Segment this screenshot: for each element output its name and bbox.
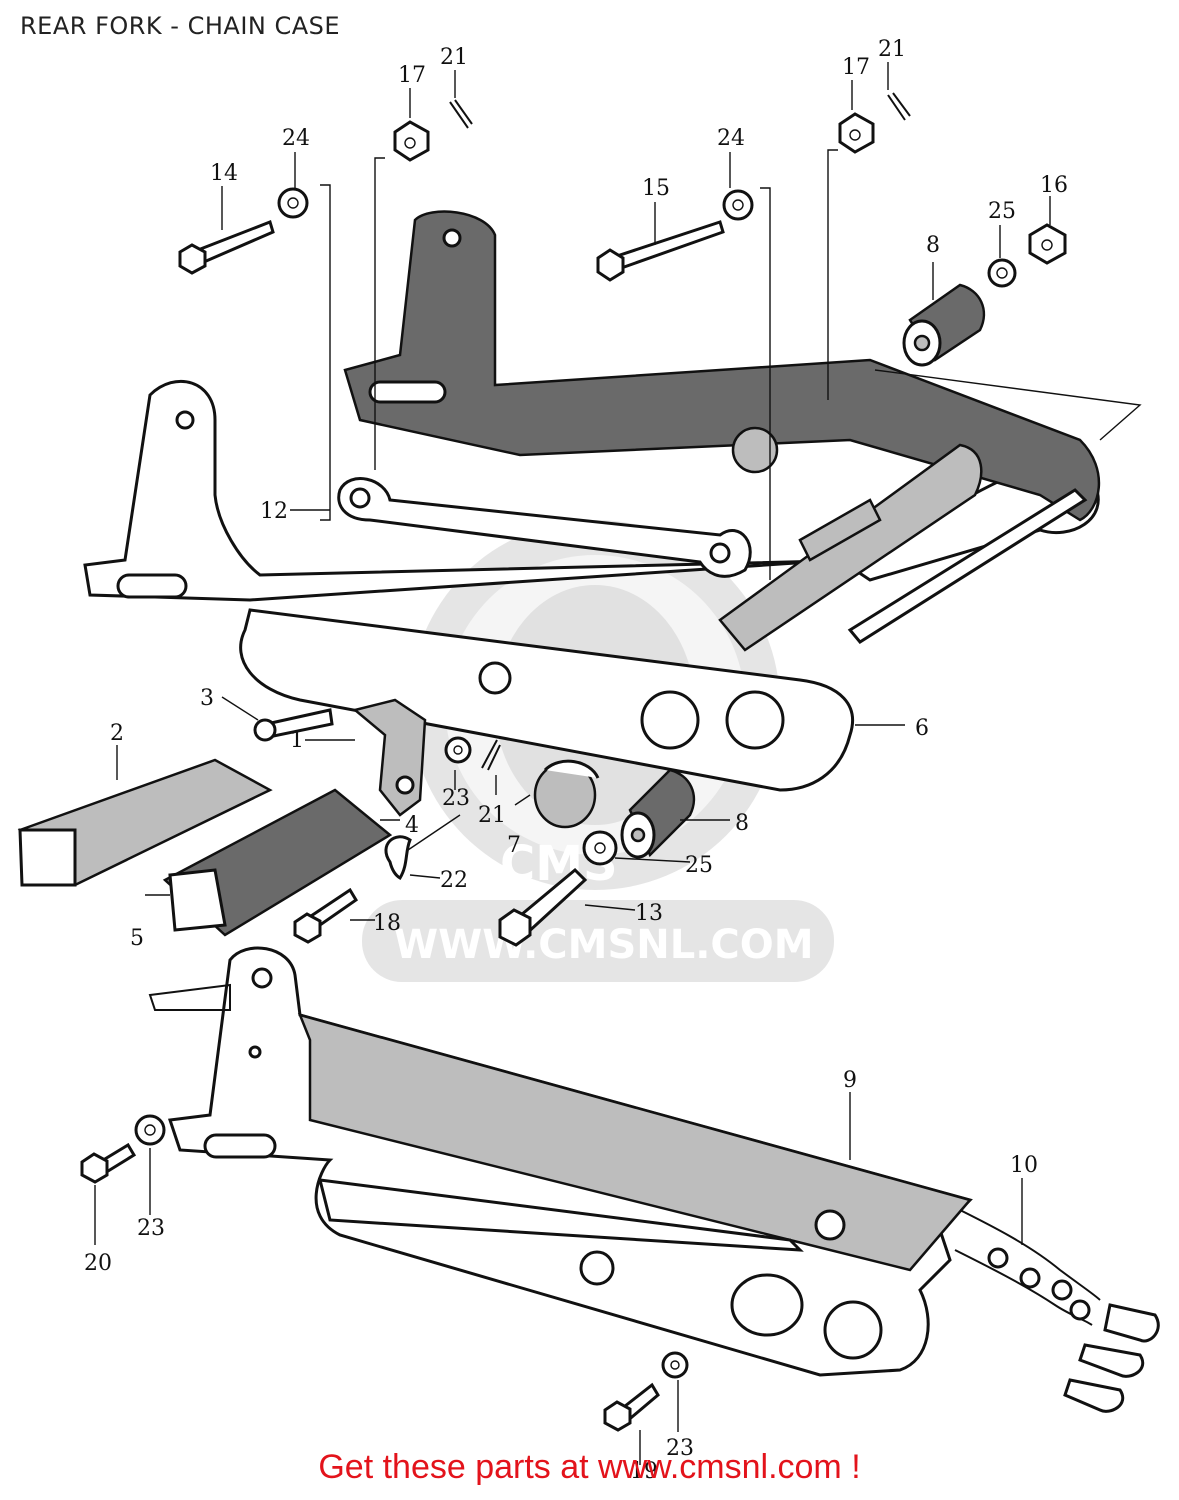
callout-labels: 1 2 3 4 5 6 7 8 8 9 10 12 13 14 15 16 17…: [84, 37, 1068, 1484]
callout-14: 14: [210, 161, 238, 186]
callout-20: 20: [84, 1251, 112, 1276]
cotter-pin-21-a: [449, 99, 473, 129]
callout-1: 1: [290, 728, 304, 753]
upper-rear-fork: [83, 379, 1100, 792]
washer-23-bottom: [661, 1351, 689, 1379]
callout-13: 13: [635, 901, 663, 926]
callout-19: 19: [630, 1459, 658, 1484]
callout-5: 5: [130, 926, 144, 951]
callout-21-top-left: 21: [440, 45, 468, 70]
footrest-bar-2: [17, 758, 273, 887]
callout-25-mid: 25: [685, 853, 713, 878]
bolt-18: [293, 887, 359, 944]
lower-chain-case-9: [148, 946, 973, 1377]
washer-24-left: [277, 187, 309, 219]
bolt-19: [603, 1382, 660, 1432]
watermark-url: WWW.CMSNL.COM: [394, 922, 814, 968]
bolt-13: [498, 867, 588, 947]
callout-17-right: 17: [842, 55, 870, 80]
castle-nut-17-right: [838, 112, 875, 154]
leader-lines: [94, 62, 1142, 1465]
washer-25-top: [987, 258, 1017, 288]
callout-22: 22: [440, 868, 468, 893]
footrest-rubber-5: [162, 788, 393, 937]
callout-24-right: 24: [717, 126, 745, 151]
callout-12: 12: [260, 499, 288, 524]
page-title: REAR FORK - CHAIN CASE: [20, 12, 341, 40]
callout-23-left: 23: [137, 1216, 165, 1241]
callout-17-left: 17: [398, 63, 426, 88]
cotter-pin-21-b: [887, 92, 911, 121]
callout-24-left: 24: [282, 126, 310, 151]
callout-7: 7: [507, 833, 521, 858]
callout-21-mid: 21: [478, 803, 506, 828]
callout-25-top: 25: [988, 199, 1016, 224]
bushing-8-top: [902, 283, 986, 367]
washer-25-mid: [582, 830, 618, 866]
callout-23-bottom: 23: [666, 1436, 694, 1461]
callout-18: 18: [373, 911, 401, 936]
callout-16: 16: [1040, 173, 1068, 198]
bolt-15: [596, 220, 725, 282]
callout-8-top: 8: [926, 233, 940, 258]
callout-23-top: 23: [442, 786, 470, 811]
callout-9: 9: [843, 1068, 857, 1093]
callout-3: 3: [200, 686, 214, 711]
cap-7: [533, 759, 600, 829]
washer-23-top: [444, 736, 472, 764]
callout-6: 6: [915, 716, 929, 741]
callout-4: 4: [405, 813, 419, 838]
bolt-14: [178, 220, 275, 275]
upper-chain-case-plate: [343, 210, 1101, 522]
callout-2: 2: [110, 721, 124, 746]
callout-21-top-right: 21: [878, 37, 906, 62]
cotter-pin-21-c: [481, 739, 501, 771]
washer-24-right: [722, 189, 754, 221]
bolt-3: [253, 708, 334, 742]
lock-washer-22: [384, 835, 412, 881]
drive-chain-10: [954, 1209, 1160, 1413]
callout-10: 10: [1010, 1153, 1038, 1178]
castle-nut-17-left: [393, 120, 430, 162]
footrest-bracket-1: [352, 698, 427, 817]
bushing-8-mid: [620, 768, 696, 859]
callout-15: 15: [642, 176, 670, 201]
link-arm-12: [337, 477, 752, 578]
bolt-20: [80, 1142, 137, 1184]
washer-23-left: [134, 1114, 166, 1146]
callout-8-mid: 8: [735, 811, 749, 836]
pivot-shaft: [718, 443, 1088, 652]
nut-16: [1028, 223, 1067, 265]
footer-link-text[interactable]: Get these parts at www.cmsnl.com !: [318, 1448, 861, 1486]
